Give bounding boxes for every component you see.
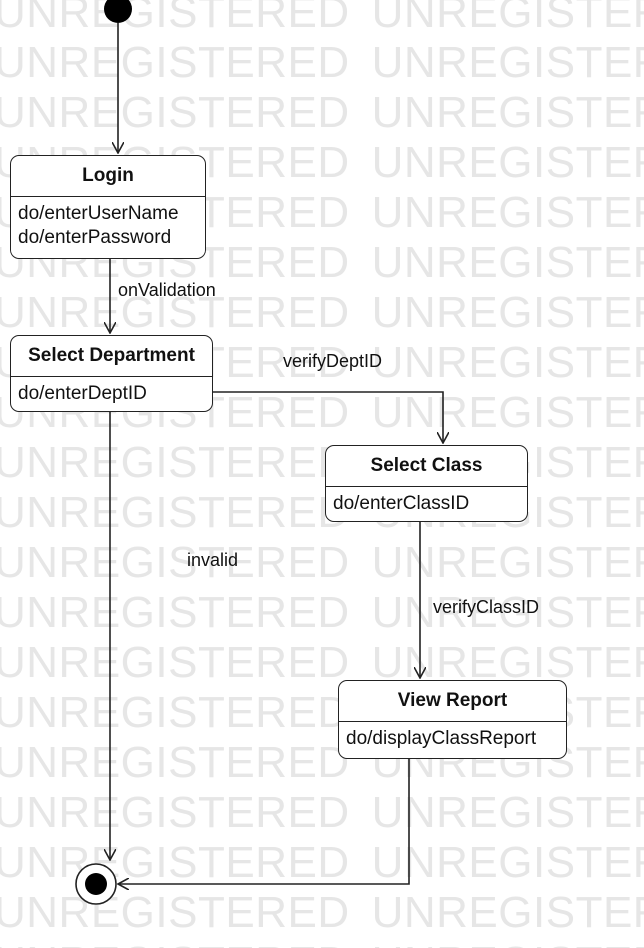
state-select-class: Select Class do/enterClassID <box>325 445 528 522</box>
activity-display-class-report: do/displayClassReport <box>346 728 537 749</box>
state-view-report-name: View Report <box>339 681 566 722</box>
activity-enter-class-id: do/enterClassID <box>333 493 470 514</box>
transition-view-report-to-final <box>118 758 410 884</box>
label-invalid: invalid <box>187 550 239 570</box>
state-select-department-name: Select Department <box>11 336 212 377</box>
activity-enter-password: do/enterPassword <box>18 227 172 248</box>
activity-enter-dept-id: do/enterDeptID <box>18 383 147 404</box>
state-select-department: Select Department do/enterDeptID <box>10 335 213 412</box>
state-login-activities: do/enterUserName do/enterPassword <box>11 197 205 255</box>
transition-select-department-to-select-class <box>212 391 443 443</box>
state-login-name: Login <box>11 156 205 197</box>
label-verify-class-id: verifyClassID <box>433 597 540 617</box>
state-login: Login do/enterUserName do/enterPassword <box>10 155 206 259</box>
label-verify-dept-id: verifyDeptID <box>283 351 383 371</box>
activity-enter-user-name: do/enterUserName <box>18 203 179 224</box>
initial-node <box>104 0 132 23</box>
state-select-class-activities: do/enterClassID <box>326 487 527 521</box>
state-select-department-activities: do/enterDeptID <box>11 377 212 411</box>
state-select-class-name: Select Class <box>326 446 527 487</box>
label-on-validation: onValidation <box>118 280 216 300</box>
state-view-report: View Report do/displayClassReport <box>338 680 567 759</box>
state-view-report-activities: do/displayClassReport <box>339 722 566 756</box>
final-node <box>85 873 107 895</box>
